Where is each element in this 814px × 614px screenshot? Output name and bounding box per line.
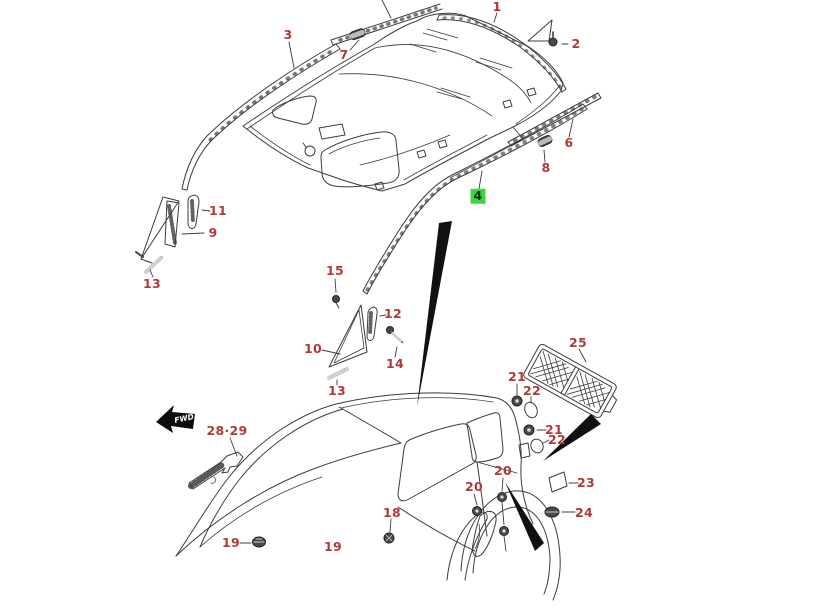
part-label-22[interactable]: 22: [548, 431, 566, 447]
part-label-6[interactable]: 6: [564, 134, 574, 150]
part-label-11[interactable]: 11: [209, 202, 227, 218]
part-label-9[interactable]: 9: [208, 224, 218, 240]
part-label-18[interactable]: 18: [383, 504, 401, 520]
part-label-12[interactable]: 12: [384, 305, 402, 321]
part-label-15[interactable]: 15: [326, 262, 344, 278]
fwd-arrow: FWD: [156, 405, 195, 433]
part-label-20[interactable]: 20: [465, 478, 483, 494]
part-label-21[interactable]: 21: [545, 421, 563, 437]
part-label-23[interactable]: 23: [577, 474, 595, 490]
part-label-4[interactable]: 4: [470, 188, 486, 204]
part-label-19[interactable]: 19: [222, 534, 240, 550]
part-label-7[interactable]: 7: [339, 46, 349, 62]
pointer-wedge-roof: [417, 221, 452, 407]
part-label-25[interactable]: 25: [569, 334, 587, 350]
fwd-arrow-label: FWD: [174, 412, 195, 425]
fastener-parts-art: [188, 343, 618, 548]
part-label-22[interactable]: 22: [523, 382, 541, 398]
part-label-13[interactable]: 13: [328, 382, 346, 398]
part-label-10[interactable]: 10: [304, 340, 322, 356]
part-label-2[interactable]: 2: [571, 35, 581, 51]
pointer-wedge-quarter: [543, 414, 601, 461]
part-label-20[interactable]: 20: [494, 462, 512, 478]
leader-lines: [149, 0, 587, 552]
part-label-24[interactable]: 24: [575, 504, 593, 520]
pointer-wedges: [417, 221, 601, 551]
part-label-13[interactable]: 13: [143, 275, 161, 291]
part-label-8[interactable]: 8: [541, 159, 551, 175]
pointer-wedge-wheel: [505, 482, 544, 551]
car-body-art: [175, 392, 561, 601]
part-label-19[interactable]: 19: [324, 538, 342, 554]
part-label-28-29[interactable]: 28·29: [206, 422, 248, 438]
fwd-arrow-shape: [156, 405, 195, 433]
headliner-assembly-art: [181, 3, 602, 295]
pillar-trim-art: [135, 194, 404, 380]
part-label-3[interactable]: 3: [283, 26, 293, 42]
part-label-21[interactable]: 21: [508, 368, 526, 384]
part-label-1[interactable]: 1: [492, 0, 502, 14]
part-label-14[interactable]: 14: [386, 355, 404, 371]
